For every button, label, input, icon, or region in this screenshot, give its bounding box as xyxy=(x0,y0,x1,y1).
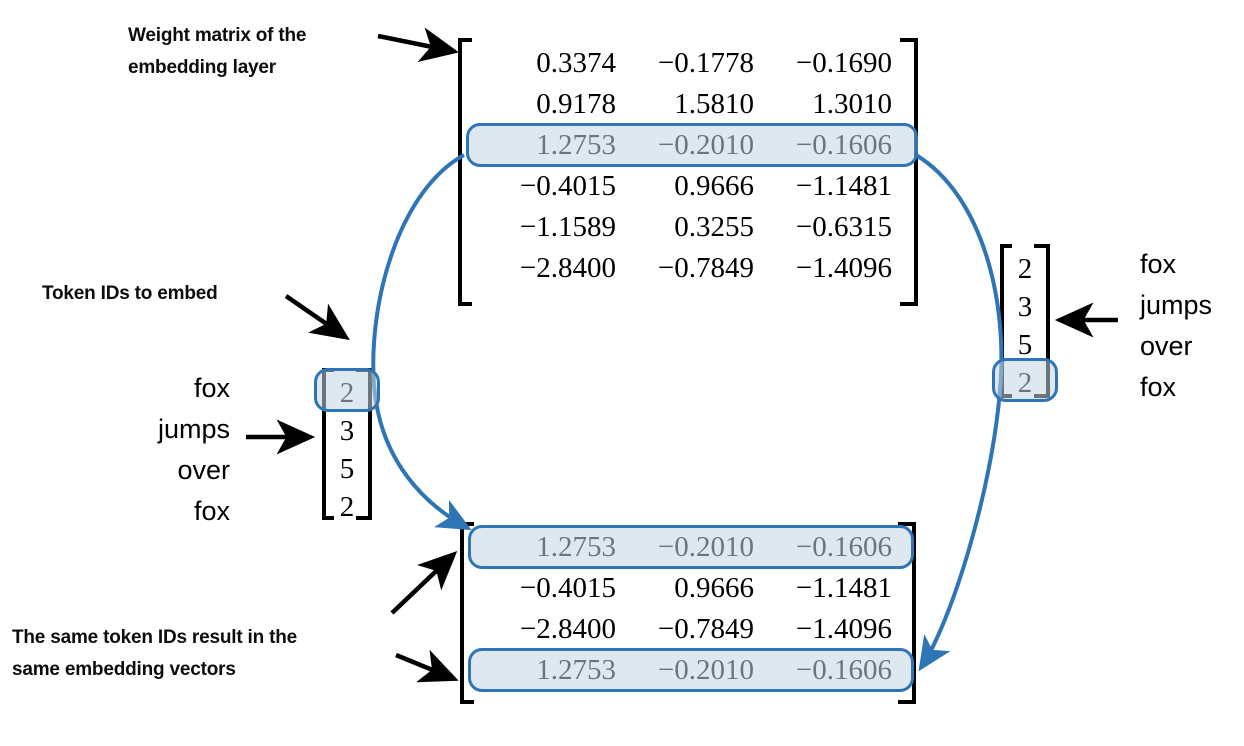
token-ids-annotation: Token IDs to embed xyxy=(42,283,218,304)
left-col-bracket-left-bar xyxy=(322,368,326,520)
matrix-cell: 0.9666 xyxy=(674,572,754,604)
matrix-cell: −1.1481 xyxy=(795,572,892,604)
word-item: over xyxy=(1140,331,1193,361)
token-id-cell: 3 xyxy=(1017,291,1033,323)
matrix-cell: −1.4096 xyxy=(795,613,892,645)
word-item: over xyxy=(177,455,230,485)
right-col-bracket-right-bar xyxy=(1046,244,1050,398)
out-bracket-right-top-serif xyxy=(898,522,912,526)
same-embedding-annotation: The same token IDs result in the same em… xyxy=(12,627,298,680)
matrix-cell: −1.1481 xyxy=(795,170,892,202)
right-token-highlight xyxy=(992,358,1058,402)
input-token-words-right: fox jumps over fox xyxy=(1140,244,1244,408)
out-bracket-left-bottom-serif xyxy=(460,700,474,704)
matrix-cell: −1.4096 xyxy=(795,252,892,284)
matrix-cell: −0.4015 xyxy=(519,170,616,202)
matrix-cell: −2.8400 xyxy=(519,613,616,645)
matrix-row: −0.4015 0.9666 −1.1481 xyxy=(474,166,900,207)
out-bracket-left-bar xyxy=(460,522,464,704)
word-item: fox xyxy=(193,496,230,526)
matrix-cell: 1.3010 xyxy=(812,88,892,120)
matrix-cell: 0.3255 xyxy=(674,211,754,243)
out-bracket-right-bar xyxy=(912,522,916,704)
matrix-row: 0.3374 −0.1778 −0.1690 xyxy=(474,43,900,84)
matrix-cell: 0.9178 xyxy=(536,88,616,120)
word-item: fox xyxy=(1140,372,1177,402)
matrix-cell: −1.1589 xyxy=(519,211,616,243)
right-col-bracket-left-top-serif xyxy=(1000,244,1012,248)
word-item: jumps xyxy=(1140,290,1213,320)
out-bracket-right-bottom-serif xyxy=(898,700,912,704)
token-id-cell: 5 xyxy=(339,453,355,485)
matrix-cell: −0.6315 xyxy=(795,211,892,243)
bracket-right-top-serif xyxy=(900,38,914,42)
matrix-cell: −0.7849 xyxy=(657,613,754,645)
bracket-right-bottom-serif xyxy=(900,302,914,306)
matrix-row: −2.8400 −0.7849 −1.4096 xyxy=(474,609,900,650)
matrix-row: −0.4015 0.9666 −1.1481 xyxy=(474,568,900,609)
left-col-bracket-right-bar xyxy=(368,368,372,520)
left-token-highlight xyxy=(314,368,380,412)
weight-row-highlight xyxy=(466,123,918,167)
matrix-cell: 0.9666 xyxy=(674,170,754,202)
matrix-cell: −0.1690 xyxy=(795,47,892,79)
token-id-cell: 3 xyxy=(339,415,355,447)
matrix-cell: −2.8400 xyxy=(519,252,616,284)
matrix-cell: 1.5810 xyxy=(674,88,754,120)
token-id-cell: 5 xyxy=(1017,329,1033,361)
token-id-cell: 2 xyxy=(339,491,355,523)
bracket-left-top-serif xyxy=(458,38,472,42)
matrix-cell: 0.3374 xyxy=(536,47,616,79)
left-col-bracket-right-bottom-serif xyxy=(356,516,368,520)
word-item: jumps xyxy=(157,414,230,444)
output-row-highlight xyxy=(468,648,914,692)
matrix-row: 0.9178 1.5810 1.3010 xyxy=(474,84,900,125)
output-row-highlight xyxy=(468,525,914,569)
left-col-bracket-left-bottom-serif xyxy=(322,516,334,520)
word-item: fox xyxy=(193,373,230,403)
word-item: fox xyxy=(1140,249,1177,279)
input-token-words-left: fox jumps over fox xyxy=(100,368,230,532)
right-col-bracket-right-top-serif xyxy=(1034,244,1046,248)
token-id-cell: 2 xyxy=(1017,253,1033,285)
matrix-cell: −0.4015 xyxy=(519,572,616,604)
matrix-row: −1.1589 0.3255 −0.6315 xyxy=(474,207,900,248)
weight-matrix-annotation: Weight matrix of the embedding layer xyxy=(128,25,307,78)
matrix-row: −2.8400 −0.7849 −1.4096 xyxy=(474,248,900,289)
matrix-cell: −0.1778 xyxy=(657,47,754,79)
matrix-cell: −0.7849 xyxy=(657,252,754,284)
